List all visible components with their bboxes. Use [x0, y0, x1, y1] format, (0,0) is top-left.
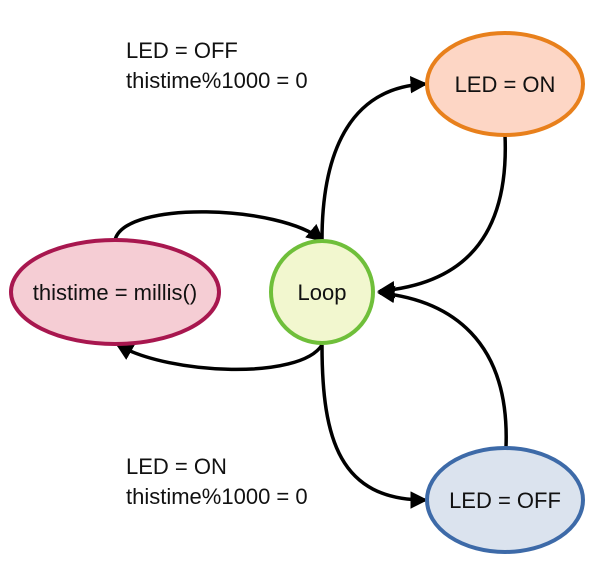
- node-led-on: LED = ON: [425, 31, 585, 137]
- node-millis-label: thistime = millis(): [33, 280, 197, 305]
- node-led-off-label: LED = OFF: [449, 488, 561, 513]
- edge-millis-to-loop: [113, 210, 325, 242]
- edge-led-off-to-loop: [377, 285, 508, 448]
- node-loop-label: Loop: [298, 280, 347, 305]
- node-led-off: LED = OFF: [425, 446, 585, 554]
- node-millis: thistime = millis(): [9, 238, 221, 346]
- node-led-on-shape: [425, 31, 585, 137]
- edge-loop-to-millis: [115, 343, 324, 372]
- edge-label-to-led-on: LED = OFF thistime%1000 = 0: [126, 38, 308, 93]
- edge-loop-to-led-on: [320, 75, 428, 241]
- edge-label-to-led-off-line2: thistime%1000 = 0: [126, 484, 308, 509]
- edge-label-to-led-on-line2: thistime%1000 = 0: [126, 68, 308, 93]
- edge-label-to-led-on-line1: LED = OFF: [126, 38, 238, 63]
- node-led-off-shape: [425, 446, 585, 554]
- node-millis-shape: [9, 238, 221, 346]
- edge-label-to-led-off-line1: LED = ON: [126, 454, 227, 479]
- node-led-on-label: LED = ON: [455, 72, 556, 97]
- edge-loop-to-led-off: [320, 344, 428, 509]
- edge-led-on-to-loop: [377, 134, 507, 299]
- node-loop: Loop: [269, 239, 375, 345]
- node-loop-shape: [269, 239, 375, 345]
- edge-label-to-led-off: LED = ON thistime%1000 = 0: [126, 454, 308, 509]
